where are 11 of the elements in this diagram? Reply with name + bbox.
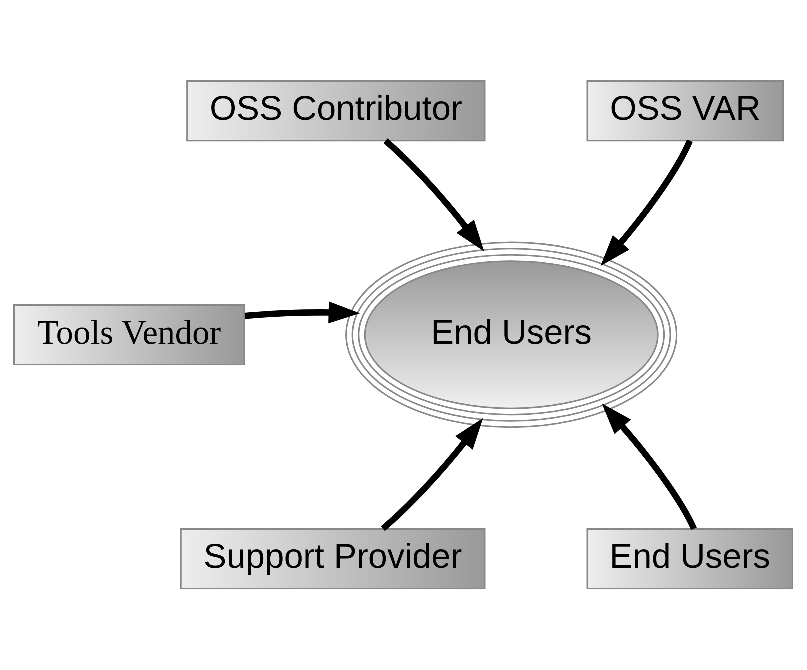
arrow [384,138,484,252]
node-box: OSS Contributor [186,80,486,142]
arrow [602,404,697,530]
node-box: OSS VAR [586,80,784,142]
node-box: Tools Vendor [14,304,246,366]
node-box: End Users [586,528,794,590]
node-box: Support Provider [180,528,486,590]
node-ellipse: End Users [346,242,678,428]
arrow [381,418,484,532]
arrow [244,302,360,324]
arrow [600,140,693,266]
